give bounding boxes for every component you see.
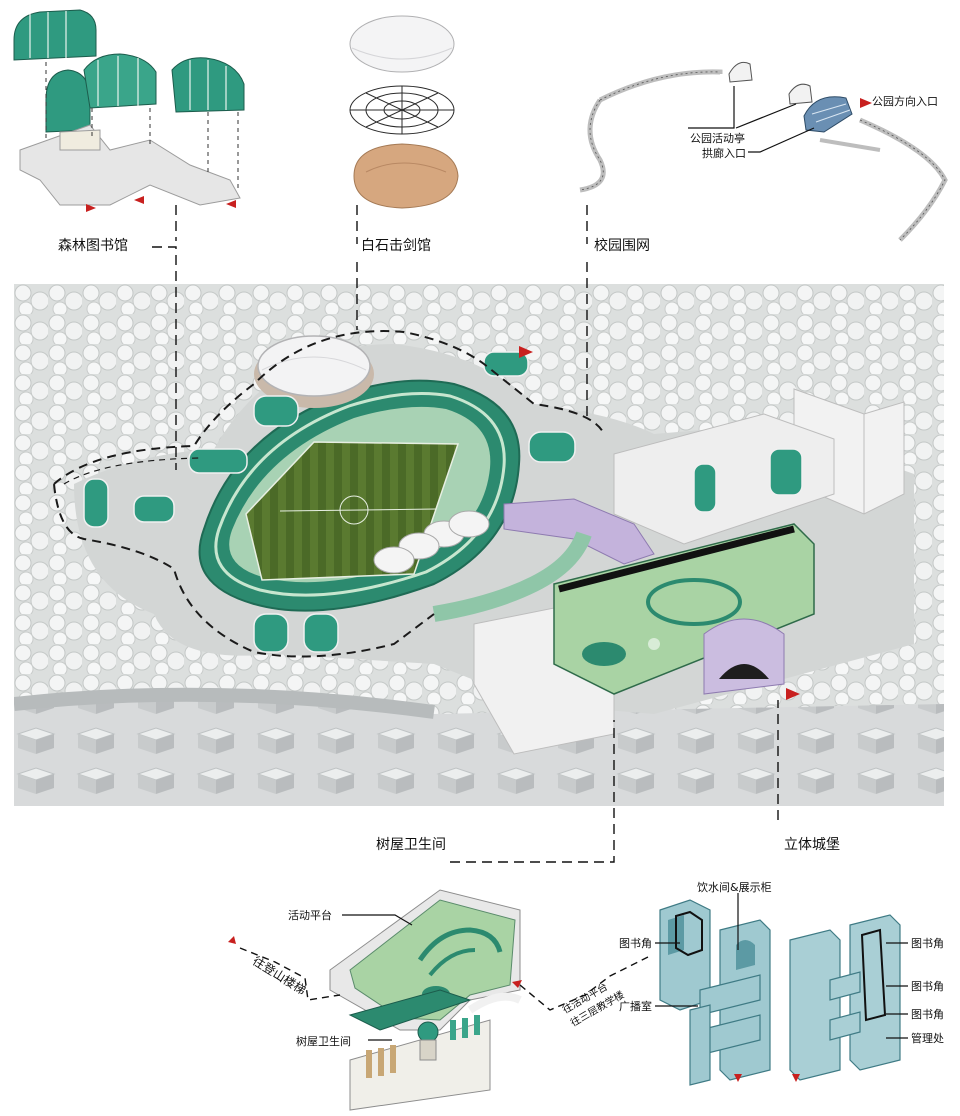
label-campus-fence: 校园围网 [594,238,650,254]
site-plan-drawing [14,284,944,806]
label-forest-library: 森林图书馆 [58,238,128,254]
entrance-marker-icon [792,1074,800,1082]
label-restroom-detail: 树屋卫生间 [296,1035,351,1048]
label-book-corner-1: 图书角 [911,937,944,950]
entrance-marker-icon [226,200,236,208]
shell-roofs [373,510,490,574]
entrance-marker-icon [134,196,144,204]
label-activity-platform: 活动平台 [288,909,332,922]
central-courtyard [553,523,815,695]
label-water-room-display: 饮水间&展示柜 [697,881,772,894]
entrance-marker-icon [734,1074,742,1082]
label-book-corner-2: 图书角 [911,980,944,993]
label-treehouse-restroom: 树屋卫生间 [376,837,446,853]
vault-pavilions [83,351,803,653]
label-park-pavilion: 公园活动亭 [690,132,745,145]
label-book-corner-left: 图书角 [619,937,652,950]
purple-tunnel [503,498,785,695]
park-pavilion-2 [788,83,813,105]
entrance-marker-icon [519,346,533,358]
entrance-marker-icon [512,980,522,988]
entrance-marker-icon [786,688,800,700]
entrance-marker-icon [860,98,872,108]
park-pavilion-1 [728,61,753,83]
fencing-hall-dome [254,335,374,408]
entrance-marker-icon [86,204,96,212]
site-plan-aerial [14,284,944,806]
label-park-entrance: 公园方向入口 [872,95,938,108]
library-pods [13,9,245,133]
label-white-stone-fencing-hall: 白石击剑馆 [361,238,431,254]
label-three-d-castle: 立体城堡 [784,837,840,853]
entrance-marker-icon [228,936,236,944]
label-arcade-entrance: 拱廊入口 [702,147,746,160]
label-management: 管理处 [911,1032,944,1045]
label-broadcast-room: 广播室 [619,1000,652,1013]
label-book-corner-3: 图书角 [911,1008,944,1021]
